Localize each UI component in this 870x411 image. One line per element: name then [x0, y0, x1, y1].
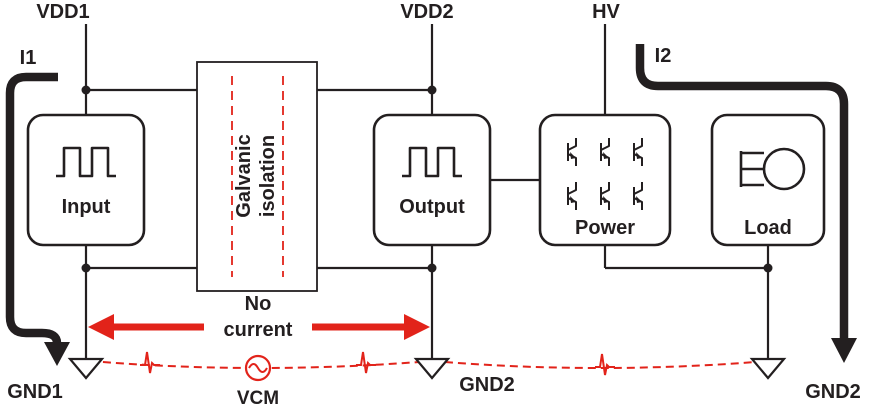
isolation-label-line1: Galvanic [233, 134, 255, 217]
hv-label: HV [592, 1, 620, 23]
gnd2-mid-icon [413, 357, 451, 380]
junction-dot [81, 85, 91, 95]
i2-current-path [635, 44, 857, 363]
gnd2-right-label: GND2 [805, 381, 861, 403]
power-block: Power [538, 113, 672, 247]
ground-symbols [67, 357, 787, 380]
load-label: Load [744, 217, 792, 239]
igbt-icon [600, 182, 610, 210]
vcm-ground-noise-path [89, 351, 769, 382]
isolation-label-line2: isolation [257, 135, 279, 217]
junction-dot [763, 263, 773, 273]
input-block-frame [26, 113, 146, 247]
galvanic-isolation-block: Galvanic isolation [196, 61, 318, 292]
noise-spike-icon [140, 351, 160, 374]
i2-arrowhead-icon [831, 338, 857, 363]
right-arrowhead-icon [404, 314, 430, 340]
i1-label: I1 [20, 47, 37, 69]
igbt-icon [633, 182, 643, 210]
output-block: Output [372, 113, 492, 247]
no-current-label-line2: current [224, 319, 293, 341]
output-block-frame [372, 113, 492, 247]
igbt-icon [600, 138, 610, 166]
vcm-label: VCM [237, 388, 279, 409]
igbt-icon [567, 182, 577, 210]
igbt-icon [567, 138, 577, 166]
square-wave-icon [56, 146, 116, 178]
gnd2-right-icon [749, 357, 787, 380]
vdd2-label: VDD2 [400, 1, 453, 23]
i1-arrowhead-icon [44, 342, 70, 366]
square-wave-icon [402, 146, 462, 178]
vcm-sine-icon [248, 363, 268, 373]
motor-icon [739, 147, 806, 191]
load-block: Load [710, 113, 826, 247]
noise-spike-icon [356, 351, 376, 374]
no-current-arrow [88, 314, 430, 340]
no-current-label-line1: No [245, 293, 272, 315]
igbt-icon [633, 138, 643, 166]
i2-label: I2 [655, 45, 672, 67]
junction-dot [427, 263, 437, 273]
dashed-path-right [431, 360, 769, 369]
i1-current-path [5, 72, 70, 366]
power-label: Power [575, 217, 635, 239]
junction-dot [81, 263, 91, 273]
left-arrowhead-icon [88, 314, 114, 340]
junction-dot [427, 85, 437, 95]
vdd1-label: VDD1 [36, 1, 89, 23]
gnd2-mid-label: GND2 [459, 374, 515, 396]
isolation-block-frame [196, 61, 318, 292]
output-label: Output [399, 196, 465, 218]
input-label: Input [62, 196, 111, 218]
gnd1-label: GND1 [7, 381, 63, 403]
junction-dots [81, 85, 773, 273]
input-block: Input [26, 113, 146, 247]
noise-spike-icon [595, 353, 615, 376]
gnd1-icon [67, 357, 105, 380]
